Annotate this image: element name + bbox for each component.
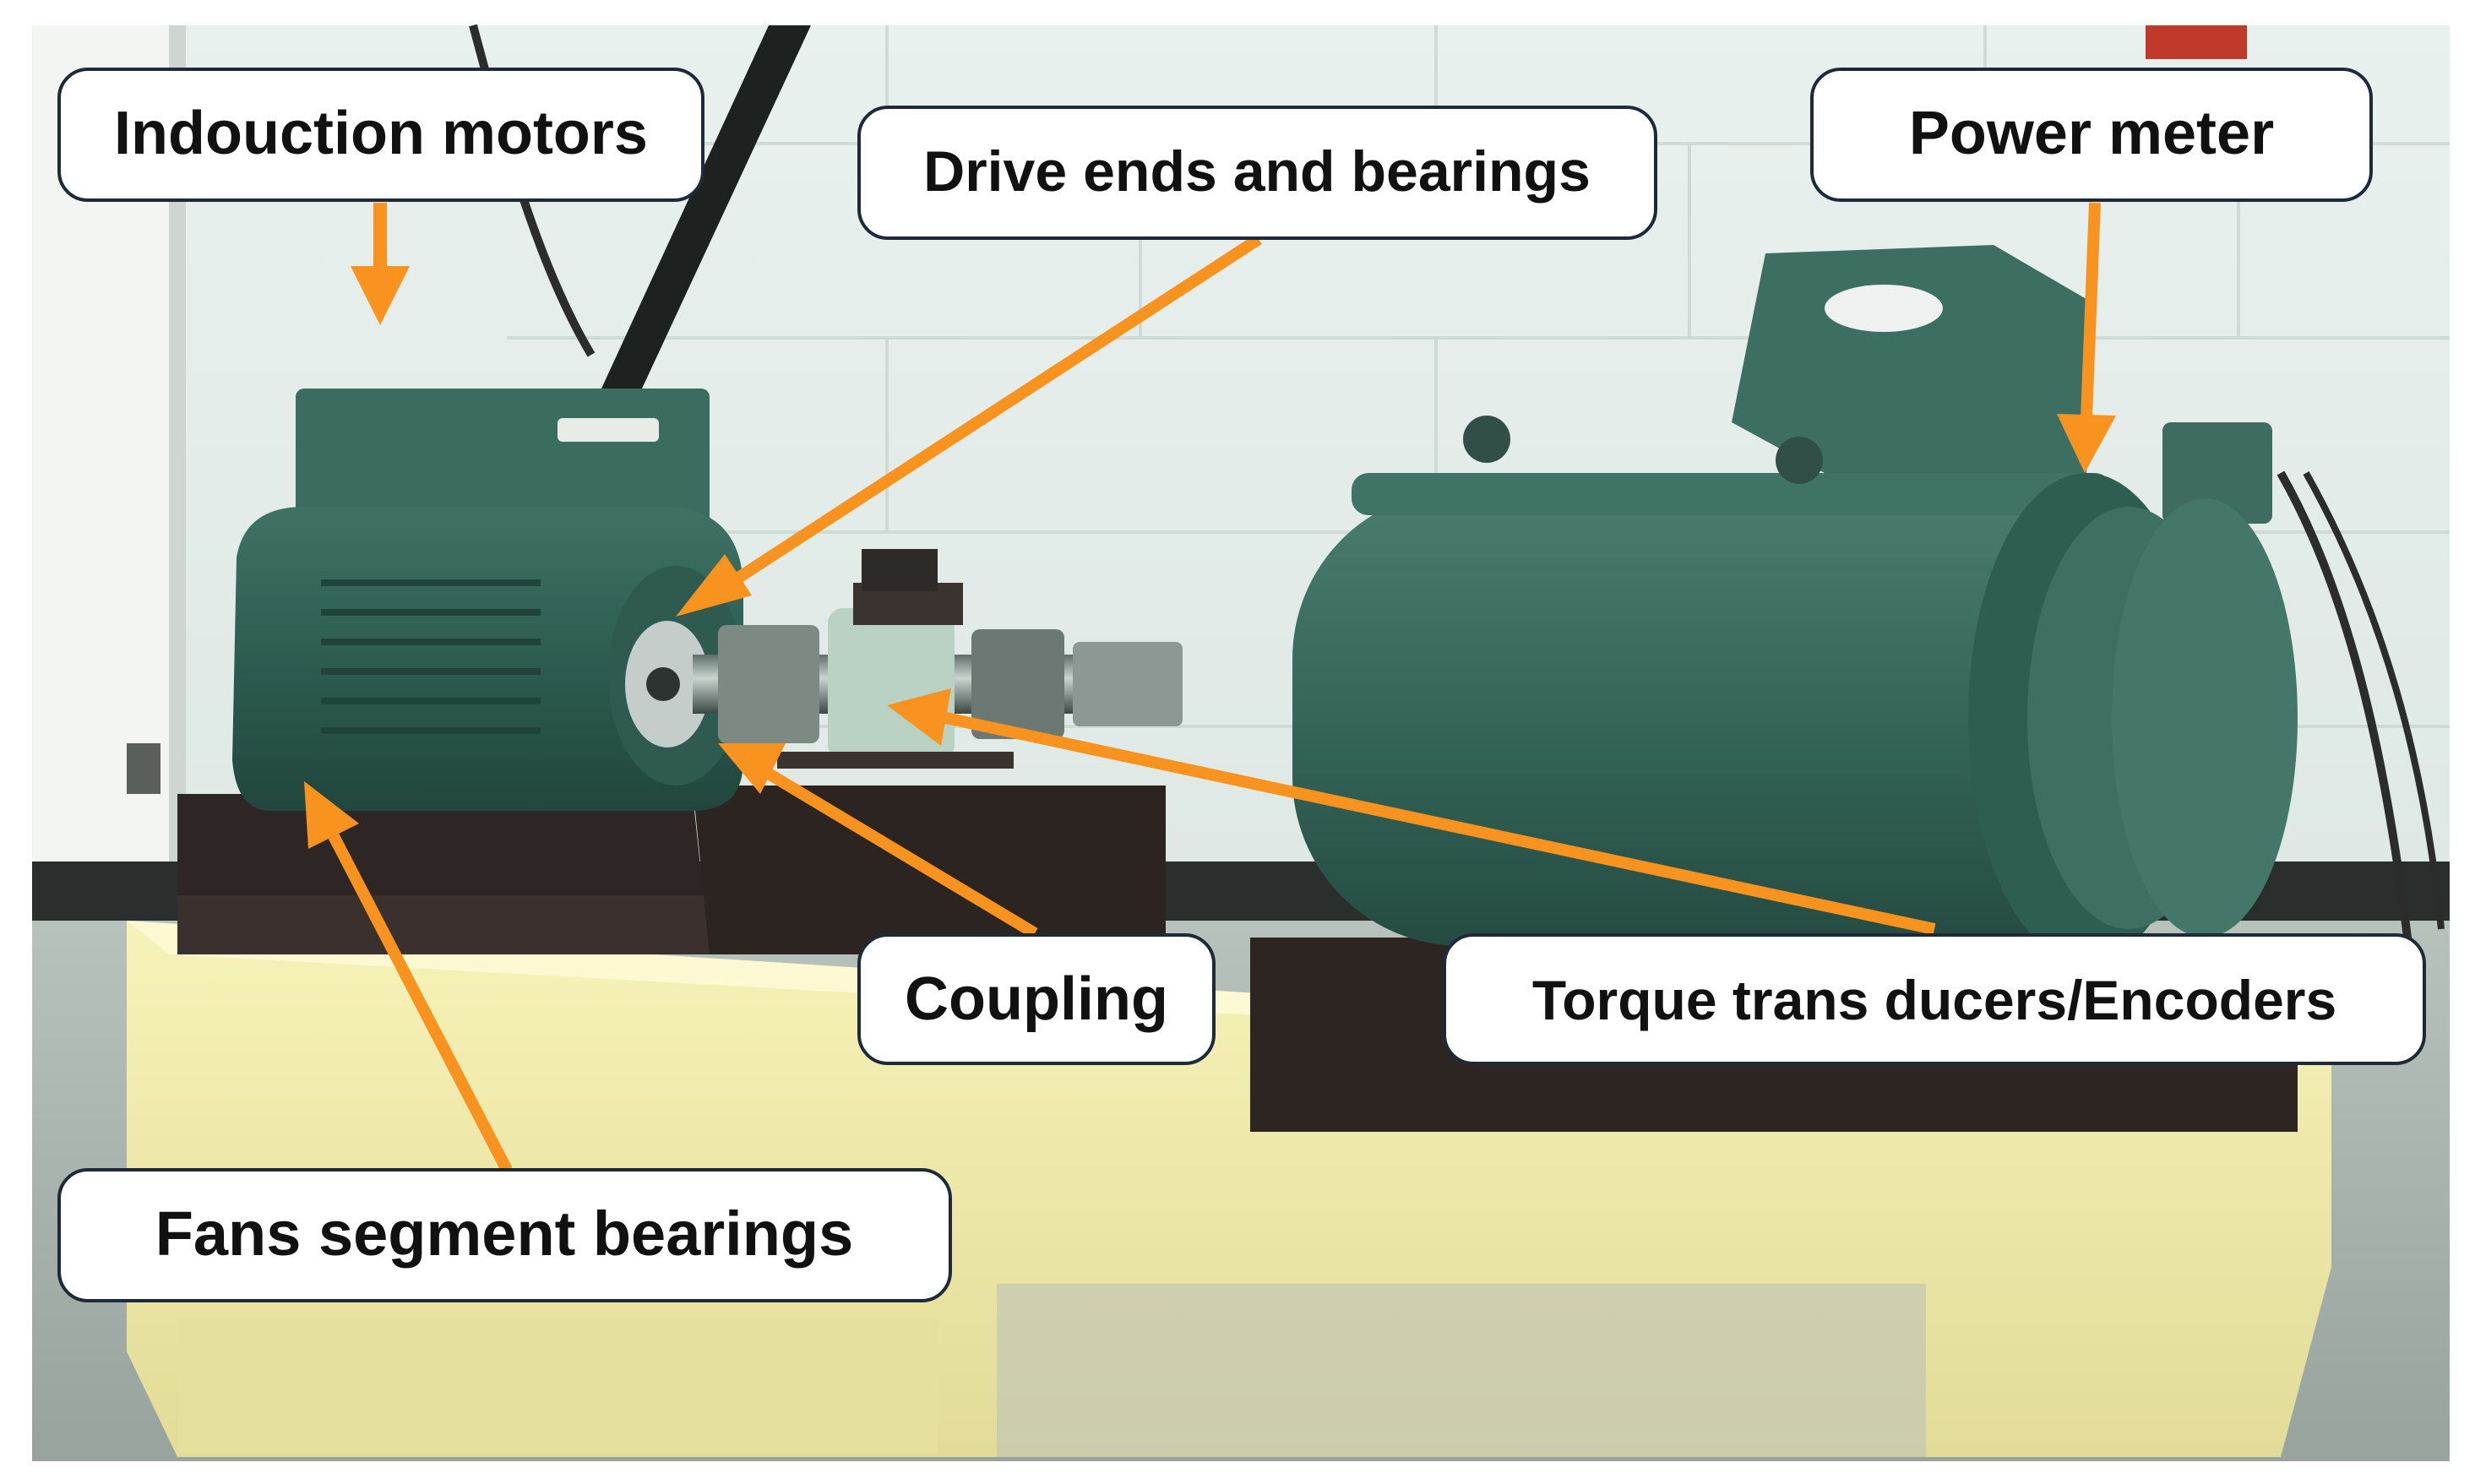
- callout-power-meter: Power meter: [1810, 68, 2373, 202]
- label-fans: Fans segment bearings: [155, 1199, 854, 1269]
- label-coupling: Coupling: [905, 965, 1168, 1033]
- label-induction-motors: Indouction motors: [114, 100, 648, 167]
- arrow-induction-motors: [351, 203, 410, 325]
- induction-motor: [232, 389, 743, 811]
- arrow-drive-ends: [676, 234, 1262, 617]
- label-power-meter: Power meter: [1909, 100, 2274, 167]
- arrow-fans: [304, 781, 513, 1173]
- label-torque: Torque trans ducers/Encoders: [1532, 969, 2336, 1031]
- label-drive-ends: Drive ends and bearings: [923, 139, 1591, 204]
- callout-coupling: Coupling: [857, 933, 1216, 1065]
- callout-drive-ends: Drive ends and bearings: [857, 106, 1657, 240]
- drive-train: [693, 549, 1183, 769]
- callout-torque: Torque trans ducers/Encoders: [1443, 933, 2426, 1065]
- arrow-torque: [887, 688, 1936, 935]
- callout-arrows: [304, 202, 2116, 1173]
- callout-induction-motors: Indouction motors: [57, 68, 704, 202]
- arrow-power-meter: [2057, 202, 2116, 473]
- arrow-coupling: [718, 743, 1038, 939]
- callout-fans: Fans segment bearings: [57, 1168, 952, 1302]
